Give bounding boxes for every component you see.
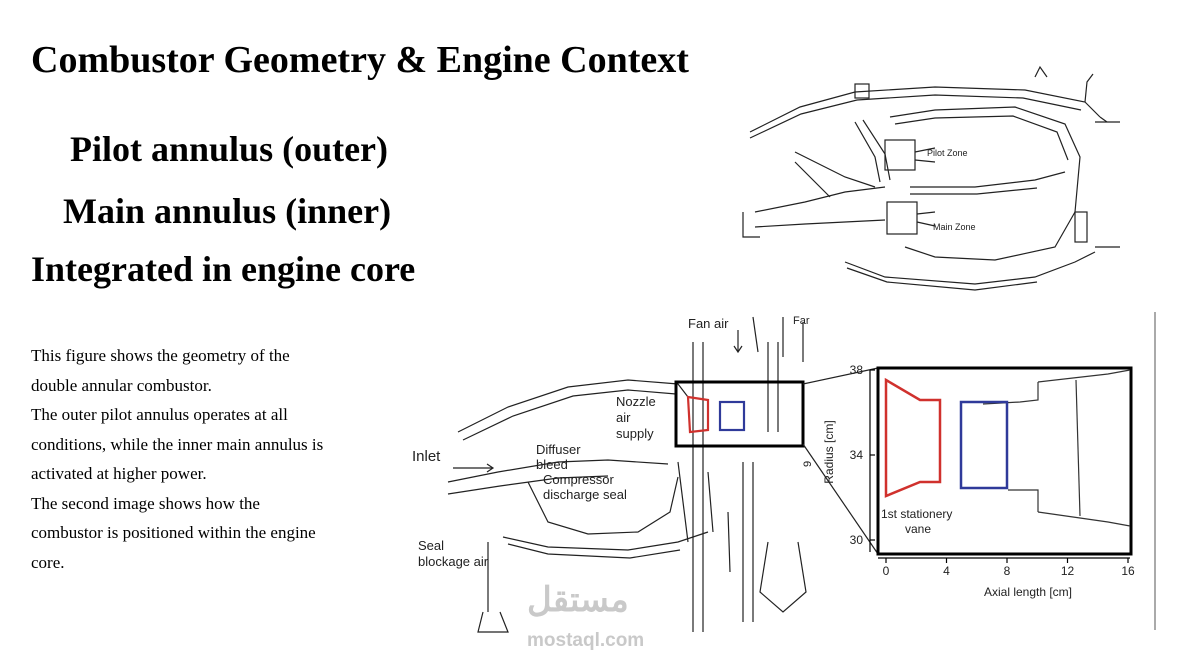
vane-label-2: vane xyxy=(905,522,931,536)
y-axis-label: Radius [cm] xyxy=(822,420,836,483)
vane-label: 1st stationery xyxy=(881,507,952,521)
pilot-zone-label: Pilot Zone xyxy=(927,148,968,158)
blockage-air-label: blockage air xyxy=(418,554,489,569)
bleed-label: bleed xyxy=(536,457,568,472)
engine-core-figure: Fan air Far Nozzle air supply Inlet Diff… xyxy=(412,312,1156,633)
y-tick-label: 34 xyxy=(850,448,864,462)
main-annulus-shape xyxy=(959,400,1009,490)
x-axis-label: Axial length [cm] xyxy=(984,585,1072,599)
nozzle-air-label: air xyxy=(616,410,631,425)
y-tick-label: 30 xyxy=(850,533,864,547)
description-line: core. xyxy=(31,552,65,572)
nozzle-supply-label: supply xyxy=(616,426,654,441)
x-tick-label: 8 xyxy=(1004,564,1011,578)
y-tick-label: 38 xyxy=(850,363,864,377)
pilot-annulus-shape xyxy=(884,377,942,498)
description-text: This figure shows the geometry of the do… xyxy=(31,341,401,577)
description-line: double annular combustor. xyxy=(31,375,212,395)
bullet-pilot-annulus: Pilot annulus (outer) xyxy=(70,129,389,169)
nozzle-label: Nozzle xyxy=(616,394,656,409)
bullet-engine-core: Integrated in engine core xyxy=(31,249,416,289)
x-tick-label: 4 xyxy=(943,564,950,578)
compressor-label: Compressor xyxy=(543,472,614,487)
watermark-latin: mostaql.com xyxy=(527,630,645,651)
description-line: combustor is positioned within the engin… xyxy=(31,523,316,542)
x-tick-label: 0 xyxy=(883,564,890,578)
description-line: activated at higher power. xyxy=(31,464,207,483)
far-label: Far xyxy=(793,315,810,327)
combustor-cross-section-figure: Pilot Zone Main Zone xyxy=(742,65,1120,291)
x-tick-label: 12 xyxy=(1061,564,1075,578)
main-zone-label: Main Zone xyxy=(933,222,976,232)
watermark-arabic: مستقل xyxy=(527,581,629,619)
seal-label: Seal xyxy=(418,538,444,553)
fan-air-label: Fan air xyxy=(688,316,729,331)
description-line: The outer pilot annulus operates at all xyxy=(31,405,288,424)
inset-chart: 38 34 30 0 4 8 12 16 Radius [cm] Axial length … xyxy=(822,363,1135,599)
discharge-seal-label: discharge seal xyxy=(543,487,627,502)
description-line: This figure shows the geometry of the xyxy=(31,346,290,365)
marker-label: 9 xyxy=(802,461,814,467)
description-line: conditions, while the inner main annulus… xyxy=(31,434,324,454)
description-line: The second image shows how the xyxy=(31,493,260,513)
inlet-label: Inlet xyxy=(412,448,441,465)
x-tick-label: 16 xyxy=(1121,564,1135,578)
slide-title: Combustor Geometry & Engine Context xyxy=(31,39,689,81)
diffuser-label: Diffuser xyxy=(536,442,581,457)
bullet-main-annulus: Main annulus (inner) xyxy=(63,191,392,231)
